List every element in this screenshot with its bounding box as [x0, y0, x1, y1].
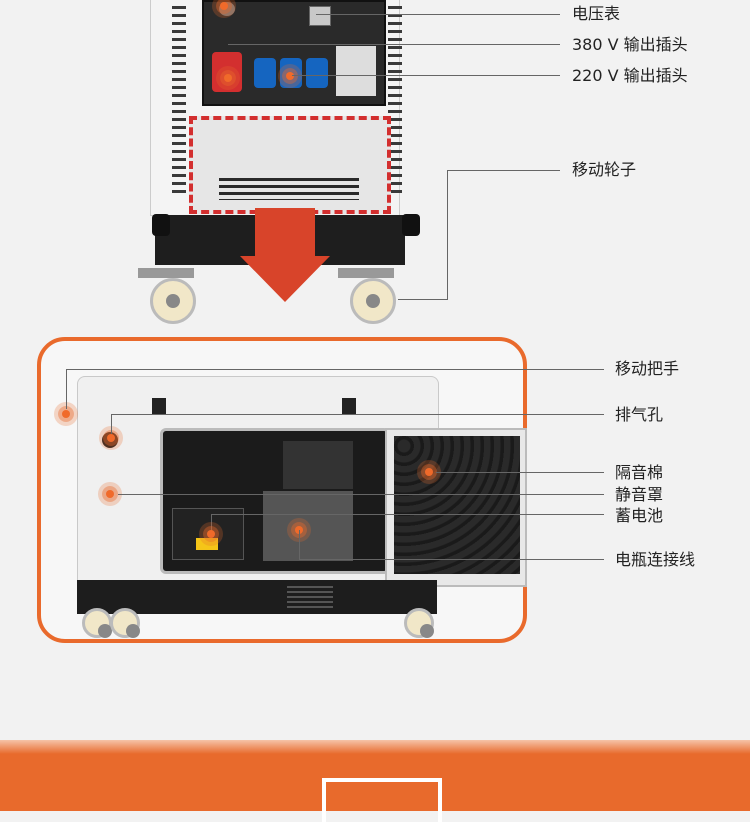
callout-dot-380v — [220, 70, 236, 86]
wheel-left — [150, 278, 196, 324]
label-handle: 移动把手 — [615, 359, 680, 378]
leader-line-handle-h — [66, 369, 604, 370]
down-arrow-icon — [240, 256, 330, 302]
leader-line-cover — [118, 494, 604, 495]
callout-dot-voltmeter — [216, 0, 232, 14]
label-exhaust: 排气孔 — [615, 405, 664, 424]
down-arrow-shaft — [255, 208, 315, 258]
callout-dot-handle — [58, 406, 74, 422]
base-mount-right — [402, 214, 420, 236]
callout-dot-220v — [282, 68, 298, 84]
callout-dot-battery — [203, 526, 219, 542]
highlighted-lower-panel — [189, 116, 391, 214]
control-panel — [202, 0, 386, 106]
leader-line-cable-h — [299, 559, 604, 560]
callout-dot-exhaust — [103, 430, 119, 446]
caster-bracket-left — [138, 268, 194, 278]
label-cover: 静音罩 — [615, 485, 664, 504]
leader-line-handle-v — [66, 369, 67, 409]
callout-dot-cover — [102, 486, 118, 502]
side-wheel-right — [404, 608, 434, 638]
caster-bracket-right — [338, 268, 394, 278]
lower-vents — [219, 178, 359, 200]
voltmeter-gauge — [309, 6, 331, 26]
label-voltmeter: 电压表 — [572, 4, 621, 23]
footer-section-box — [322, 778, 442, 822]
leader-line-380v — [228, 44, 560, 45]
leader-line-battery-v — [211, 514, 212, 534]
generator-side-base — [77, 580, 437, 614]
side-wheel-left — [82, 608, 112, 638]
label-battery-cable: 电瓶连接线 — [615, 550, 696, 569]
leader-line-cable-v — [299, 530, 300, 560]
label-battery: 蓄电池 — [615, 506, 664, 525]
side-wheel-mid — [110, 608, 140, 638]
callout-dot-insulation — [421, 464, 437, 480]
label-insulation: 隔音棉 — [615, 463, 664, 482]
footer-band — [0, 740, 750, 811]
engine-block — [263, 491, 353, 561]
leader-line-exhaust-v — [111, 414, 112, 434]
leader-line-insulation — [436, 472, 604, 473]
socket-220v-3 — [306, 58, 328, 88]
top-latch-right — [342, 398, 356, 414]
engine-bay — [160, 428, 390, 574]
insulation-foam — [394, 436, 520, 574]
base-vents — [287, 586, 333, 608]
engine-top — [283, 441, 353, 489]
panel-label-plate — [336, 46, 376, 96]
socket-220v-1 — [254, 58, 276, 88]
leader-line-wheels-h2 — [398, 299, 448, 300]
leader-line-exhaust-h — [111, 414, 604, 415]
label-380v-socket: 380 V 输出插头 — [572, 35, 688, 54]
label-220v-socket: 220 V 输出插头 — [572, 66, 688, 85]
leader-line-voltmeter — [316, 14, 560, 15]
top-latch-left — [152, 398, 166, 414]
leader-line-wheels-v — [447, 170, 448, 300]
leader-line-wheels-h — [447, 170, 560, 171]
leader-line-220v — [292, 75, 560, 76]
leader-line-battery-h — [211, 514, 604, 515]
base-mount-left — [152, 214, 170, 236]
label-wheels: 移动轮子 — [572, 160, 637, 179]
wheel-right — [350, 278, 396, 324]
